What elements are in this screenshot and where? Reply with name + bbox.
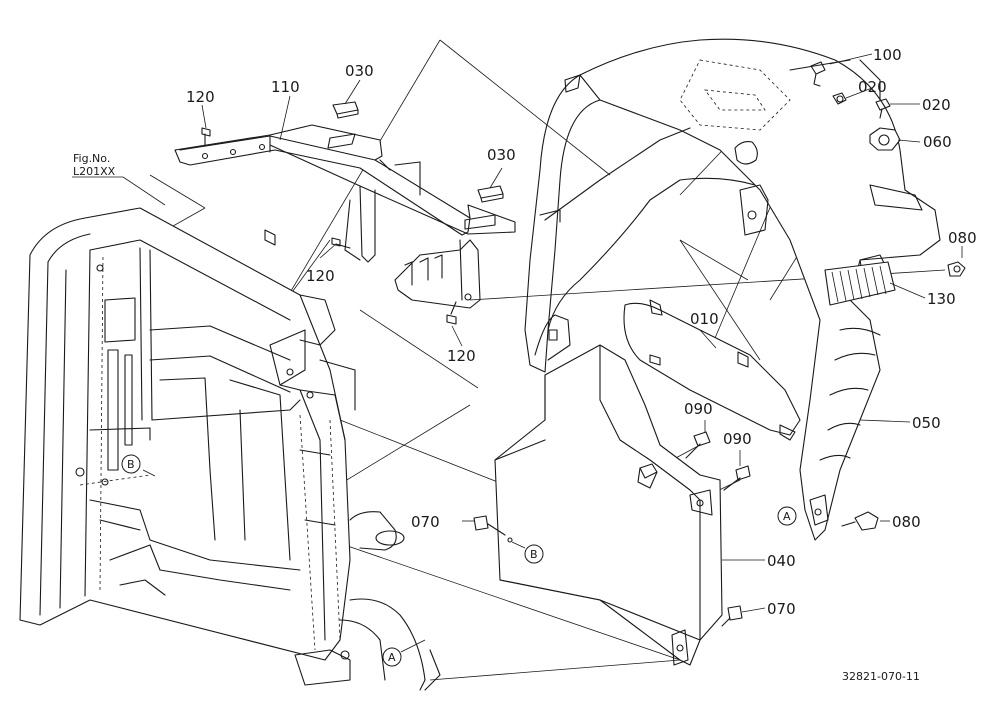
callout-030a: 030 [345, 62, 374, 80]
ref-marker-b-center: B [524, 544, 544, 564]
reference-markers: A A B B [121, 454, 797, 667]
callout-130: 130 [927, 290, 956, 308]
callout-010: 010 [690, 310, 719, 328]
frame-assembly [19, 207, 441, 691]
ref-marker-a-right: A [777, 506, 797, 526]
callout-090a: 090 [684, 400, 713, 418]
callout-090b: 090 [723, 430, 752, 448]
callout-100: 100 [873, 46, 902, 64]
callout-070b: 070 [767, 600, 796, 618]
figure-reference: Fig.No. L201XX [73, 152, 116, 178]
callout-060: 060 [923, 133, 952, 151]
fig-no-label: Fig.No. [73, 152, 110, 165]
callout-070a: 070 [411, 513, 440, 531]
hardware [473, 61, 966, 627]
fig-no-value: L201XX [73, 165, 116, 178]
svg-text:A: A [388, 651, 396, 664]
callout-020a: 020 [858, 78, 887, 96]
bracket-110 [174, 124, 516, 309]
pad-030 [332, 101, 504, 203]
panel-010 [623, 299, 801, 441]
hood-050 [524, 38, 941, 541]
cover-040 [494, 344, 723, 666]
ref-marker-b-left: B [121, 454, 141, 474]
callout-050: 050 [912, 414, 941, 432]
callout-080b: 080 [892, 513, 921, 531]
leader-lines [72, 53, 963, 613]
svg-text:B: B [530, 548, 538, 561]
callout-120c: 120 [447, 347, 476, 365]
svg-text:B: B [127, 458, 135, 471]
callout-120b: 120 [306, 267, 335, 285]
callout-040: 040 [767, 552, 796, 570]
callout-080a: 080 [948, 229, 977, 247]
drawing-number: 32821-070-11 [842, 670, 920, 683]
callout-120a: 120 [186, 88, 215, 106]
callout-labels: 100 020 020 060 080 130 050 080 040 070 … [186, 46, 977, 618]
bolts-120 [201, 127, 457, 325]
svg-text:A: A [783, 510, 791, 523]
callout-030b: 030 [487, 146, 516, 164]
callout-020b: 020 [922, 96, 951, 114]
callout-110: 110 [271, 78, 300, 96]
ref-marker-a-left: A [382, 647, 402, 667]
